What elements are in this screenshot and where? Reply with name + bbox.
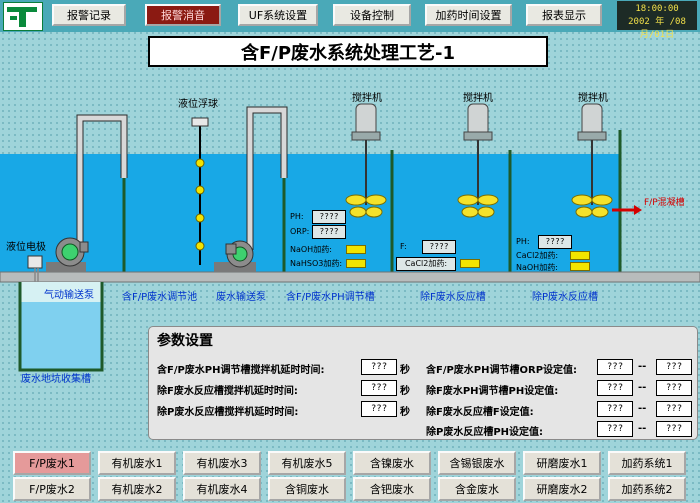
clock-time: 18:00:00 bbox=[635, 4, 679, 14]
pipe-pneumatic bbox=[77, 115, 127, 246]
tank1-water bbox=[124, 154, 284, 272]
level-electrode-label: 液位电极 bbox=[6, 242, 46, 253]
tank2-naoh-indicator bbox=[346, 245, 366, 254]
nav-fp-wastewater-2[interactable]: F/P废水2 bbox=[13, 477, 91, 501]
tank1-label: 含F/P废水调节池 bbox=[122, 292, 198, 303]
tank2-ph-label: PH: bbox=[290, 212, 304, 221]
tank4-label: 除P废水反应槽 bbox=[532, 292, 599, 303]
mixer-2-label: 搅拌机 bbox=[463, 93, 493, 104]
param-right-0-low-input[interactable]: ??? bbox=[597, 359, 633, 375]
param-right-3-separator: -- bbox=[638, 423, 647, 434]
nav-grinding-wastewater-2[interactable]: 研磨废水2 bbox=[523, 477, 601, 501]
nav-copper-wastewater[interactable]: 含铜废水 bbox=[268, 477, 346, 501]
transfer-pump-label: 废水输送泵 bbox=[216, 292, 266, 303]
uf-system-settings-button[interactable]: UF系统设置 bbox=[238, 4, 318, 26]
nav-fp-wastewater-1[interactable]: F/P废水1 bbox=[13, 451, 91, 475]
param-right-2-separator: -- bbox=[638, 403, 647, 414]
nav-dosing-system-1[interactable]: 加药系统1 bbox=[608, 451, 686, 475]
pneumatic-pump-label: 气动输送泵 bbox=[44, 290, 94, 301]
param-left-2-unit: 秒 bbox=[400, 407, 410, 418]
clock-display: 18:00:00 2002 年 /08月/01日 bbox=[617, 1, 697, 40]
tank2-ph-value: ???? bbox=[312, 210, 346, 224]
param-right-0-high-input[interactable]: ??? bbox=[656, 359, 692, 375]
nav-organic-wastewater-4[interactable]: 有机废水4 bbox=[183, 477, 261, 501]
mixer-3 bbox=[571, 103, 613, 218]
tank3-f-value: ???? bbox=[422, 240, 456, 254]
nav-palladium-wastewater[interactable]: 含钯废水 bbox=[353, 477, 431, 501]
nav-tin-silver-wastewater[interactable]: 含锡银废水 bbox=[438, 451, 516, 475]
tank2-nahso3-indicator bbox=[346, 259, 366, 268]
page-title: 含F/P废水系统处理工艺-1 bbox=[148, 36, 548, 67]
param-right-2-low-input[interactable]: ??? bbox=[597, 401, 633, 417]
company-logo bbox=[3, 2, 43, 31]
tank2-orp-value: ???? bbox=[312, 225, 346, 239]
tank4-cacl2-label: CaCl2加药: bbox=[516, 251, 559, 260]
param-right-1-high-input[interactable]: ??? bbox=[656, 380, 692, 396]
param-left-1-label: 除F废水反应槽搅拌机延时时间: bbox=[157, 386, 298, 397]
param-left-2-input[interactable]: ??? bbox=[361, 401, 397, 417]
param-right-1-low-input[interactable]: ??? bbox=[597, 380, 633, 396]
mixer-1-label: 搅拌机 bbox=[352, 93, 382, 104]
tank4-naoh-label: NaOH加药: bbox=[516, 263, 558, 272]
level-float-label: 液位浮球 bbox=[178, 99, 218, 110]
outflow-target-label: F/P混凝槽 bbox=[644, 198, 685, 208]
param-right-0-label: 含F/P废水PH调节槽ORP设定值: bbox=[426, 365, 578, 376]
dosing-time-settings-button[interactable]: 加药时间设置 bbox=[425, 4, 512, 26]
transfer-pump bbox=[214, 240, 256, 272]
tank2-label: 含F/P废水PH调节槽 bbox=[286, 292, 375, 303]
tank4-cacl2-indicator bbox=[570, 251, 590, 260]
ground-floor bbox=[0, 271, 700, 283]
pipe-transfer bbox=[247, 107, 287, 250]
tank3-f-label: F: bbox=[400, 242, 407, 251]
nav-gold-wastewater[interactable]: 含金废水 bbox=[438, 477, 516, 501]
parameter-settings-title: 参数设置 bbox=[157, 333, 213, 349]
tank3-label: 除F废水反应槽 bbox=[420, 292, 486, 303]
nav-dosing-system-2[interactable]: 加药系统2 bbox=[608, 477, 686, 501]
tank2-nahso3-label: NaHSO3加药: bbox=[290, 259, 343, 268]
param-right-3-high-input[interactable]: ??? bbox=[656, 421, 692, 437]
mixer-1 bbox=[345, 103, 387, 218]
param-left-2-label: 除P废水反应槽搅拌机延时时间: bbox=[157, 407, 299, 418]
tank2-orp-label: ORP: bbox=[290, 227, 310, 236]
param-left-1-input[interactable]: ??? bbox=[361, 380, 397, 396]
param-right-2-high-input[interactable]: ??? bbox=[656, 401, 692, 417]
level-float-sensor bbox=[191, 117, 209, 265]
param-right-2-label: 除F废水反应槽F设定值: bbox=[426, 407, 534, 418]
param-right-1-separator: -- bbox=[638, 382, 647, 393]
device-control-button[interactable]: 设备控制 bbox=[333, 4, 411, 26]
collecting-pit bbox=[18, 282, 104, 372]
param-left-0-unit: 秒 bbox=[400, 365, 410, 376]
nav-organic-wastewater-5[interactable]: 有机废水5 bbox=[268, 451, 346, 475]
collect-tank-label: 废水地坑收集槽 bbox=[21, 374, 91, 385]
param-right-3-low-input[interactable]: ??? bbox=[597, 421, 633, 437]
nav-grinding-wastewater-1[interactable]: 研磨废水1 bbox=[523, 451, 601, 475]
tank2-naoh-label: NaOH加药: bbox=[290, 245, 332, 254]
mixer-2 bbox=[457, 103, 499, 218]
tank4-naoh-indicator bbox=[570, 262, 590, 271]
tank3-cacl2-label: CaCl2加药: bbox=[396, 257, 456, 271]
alarm-log-button[interactable]: 报警记录 bbox=[52, 4, 126, 26]
pneumatic-pump bbox=[46, 237, 89, 272]
nav-nickel-wastewater[interactable]: 含镍废水 bbox=[353, 451, 431, 475]
param-right-1-label: 除F废水PH调节槽PH设定值: bbox=[426, 386, 559, 397]
param-left-0-input[interactable]: ??? bbox=[361, 359, 397, 375]
tank3-cacl2-indicator bbox=[460, 259, 480, 268]
param-left-0-label: 含F/P废水PH调节槽搅拌机延时时间: bbox=[157, 365, 325, 376]
report-display-button[interactable]: 报表显示 bbox=[526, 4, 602, 26]
outflow-arrow-icon bbox=[612, 205, 642, 215]
nav-organic-wastewater-1[interactable]: 有机废水1 bbox=[98, 451, 176, 475]
nav-organic-wastewater-2[interactable]: 有机废水2 bbox=[98, 477, 176, 501]
tank4-ph-label: PH: bbox=[516, 237, 530, 246]
clock-date: 2002 年 /08月/01日 bbox=[628, 17, 686, 40]
param-right-3-label: 除P废水反应槽PH设定值: bbox=[426, 427, 544, 438]
param-left-1-unit: 秒 bbox=[400, 386, 410, 397]
param-right-0-separator: -- bbox=[638, 361, 647, 372]
tank4-ph-value: ???? bbox=[538, 235, 572, 249]
mixer-3-label: 搅拌机 bbox=[578, 93, 608, 104]
alarm-silence-button[interactable]: 报警消音 bbox=[145, 4, 221, 26]
nav-organic-wastewater-3[interactable]: 有机废水3 bbox=[183, 451, 261, 475]
